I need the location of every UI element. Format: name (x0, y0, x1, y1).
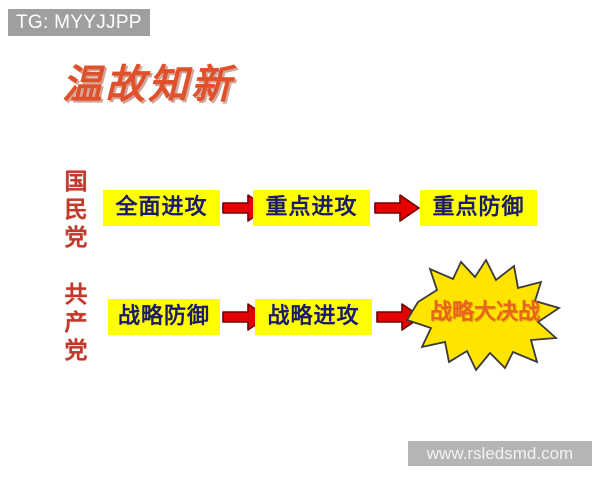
phase-box-kmt-3: 重点防御 (420, 190, 537, 226)
arrow-right-icon (374, 194, 420, 222)
party-label-kmt: 国 民 党 (59, 168, 93, 252)
phase-box-kmt-2: 重点进攻 (253, 190, 370, 226)
watermark: www.rsledsmd.com (408, 441, 592, 466)
party-label-ccp: 共 产 党 (59, 281, 93, 365)
party-label-kmt-char-0: 国 (64, 169, 88, 195)
arrow-right-icon (376, 303, 422, 331)
party-label-kmt-char-2: 党 (64, 225, 88, 251)
starburst-shape (405, 258, 562, 372)
party-label-ccp-char-0: 共 (64, 282, 88, 308)
phase-box-kmt-1: 全面进攻 (103, 190, 220, 226)
starburst-label: 战略大决战 (429, 300, 540, 325)
party-label-kmt-char-1: 民 (64, 197, 88, 223)
party-label-ccp-char-1: 产 (64, 310, 88, 336)
page-title: 温故知新 (62, 61, 234, 108)
party-label-ccp-char-2: 党 (64, 338, 88, 364)
tg-banner: TG: MYYJJPP (8, 9, 150, 36)
phase-box-ccp-2: 战略进攻 (255, 299, 372, 335)
phase-box-ccp-1: 战略防御 (108, 299, 220, 335)
